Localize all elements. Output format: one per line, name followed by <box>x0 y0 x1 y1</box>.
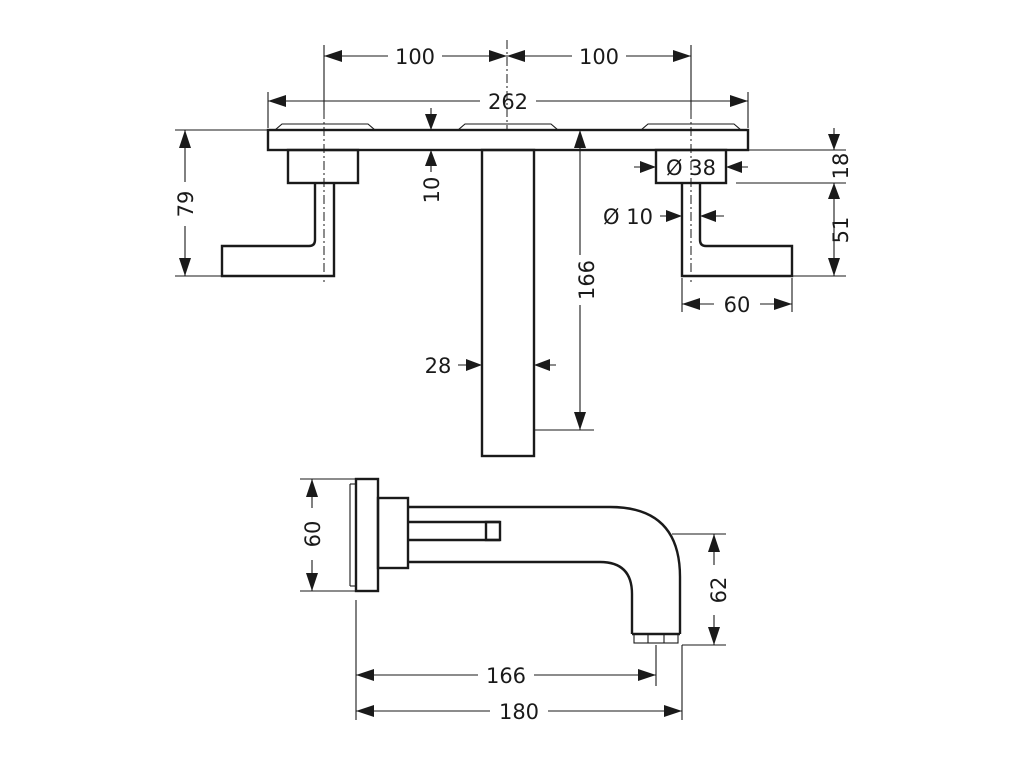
dim-handle-height: 79 <box>174 191 198 218</box>
arrowhead <box>489 50 507 62</box>
right-handle-lever <box>680 183 794 278</box>
left-handle-lever <box>220 183 336 278</box>
arrowhead <box>534 359 550 371</box>
dim-rosette-height: 18 <box>829 153 853 180</box>
spout-top <box>480 148 536 458</box>
arrowhead <box>682 298 700 310</box>
wall-plate <box>266 128 750 152</box>
arrowhead <box>306 573 318 591</box>
arrowhead <box>708 534 720 552</box>
side-view: 60 62 166 180 <box>300 477 731 724</box>
cover-center <box>457 123 559 131</box>
arrowhead <box>574 412 586 430</box>
dim-lever-length: 60 <box>724 293 751 317</box>
dim-side-plate-height: 60 <box>301 521 325 548</box>
arrowhead <box>664 705 682 717</box>
dim-side-total-depth: 180 <box>499 700 539 724</box>
arrowhead <box>774 298 792 310</box>
side-aerator <box>633 633 679 644</box>
arrowhead <box>466 359 482 371</box>
arrowhead <box>179 130 191 148</box>
dim-side-spout-drop: 62 <box>707 577 731 604</box>
top-view: 100 100 262 10 79 166 <box>174 40 853 458</box>
dim-side-spout-reach: 166 <box>486 664 526 688</box>
side-spout-inner <box>408 560 634 634</box>
arrowhead <box>356 669 374 681</box>
arrowhead <box>425 150 437 166</box>
dim-rosette-diameter: Ø 38 <box>666 156 716 180</box>
dim-spout-width: 28 <box>425 354 452 378</box>
dim-spacing-right: 100 <box>579 45 619 69</box>
side-spout-outer <box>408 505 682 634</box>
side-rosette <box>376 496 410 570</box>
dim-lever-height: 51 <box>829 217 853 244</box>
dim-plate-thickness: 10 <box>420 177 444 204</box>
arrowhead <box>640 161 656 173</box>
arrowhead <box>574 130 586 148</box>
arrowhead <box>356 705 374 717</box>
arrowhead <box>673 50 691 62</box>
arrowhead <box>700 210 716 222</box>
arrowhead <box>425 114 437 130</box>
dim-spout-length: 166 <box>575 260 599 300</box>
arrowhead <box>179 258 191 276</box>
arrowhead <box>708 627 720 645</box>
left-handle-rosette <box>286 148 360 185</box>
side-handle-tip <box>484 520 502 542</box>
dim-stem-diameter: Ø 10 <box>603 205 653 229</box>
arrowhead <box>306 479 318 497</box>
dim-plate-width: 262 <box>488 90 528 114</box>
cover-right <box>640 123 742 131</box>
arrowhead <box>726 161 742 173</box>
arrowhead <box>324 50 342 62</box>
arrowhead <box>268 95 286 107</box>
side-wall-plate <box>354 477 380 593</box>
arrowhead <box>638 669 656 681</box>
arrowhead <box>828 183 840 199</box>
arrowhead <box>730 95 748 107</box>
cover-left <box>274 123 376 131</box>
arrowhead <box>507 50 525 62</box>
arrowhead <box>666 210 682 222</box>
arrowhead <box>828 134 840 150</box>
arrowhead <box>828 258 840 276</box>
dim-spacing-left: 100 <box>395 45 435 69</box>
